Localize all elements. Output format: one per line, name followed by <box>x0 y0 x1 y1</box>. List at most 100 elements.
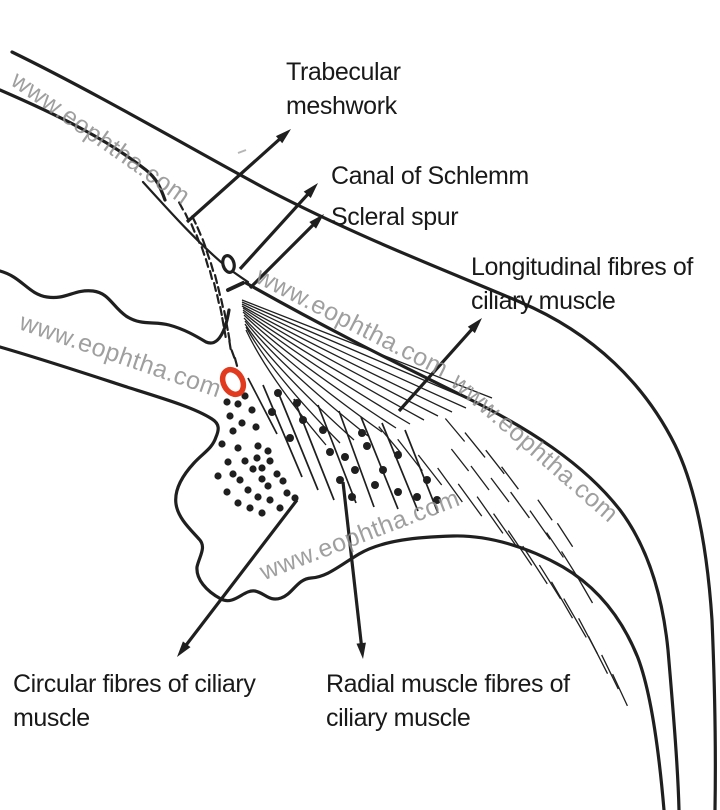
muscle-fibre-dash <box>529 510 551 540</box>
radial-fibre-dot <box>394 488 402 496</box>
trabecular-meshwork-dash <box>201 238 207 248</box>
radial-fibre-dot <box>286 434 294 442</box>
radial-fibre-dot <box>358 429 366 437</box>
muscle-fibre-dash <box>538 564 562 600</box>
trabecular-meshwork-dash <box>221 316 225 328</box>
canal-arrow-shaft <box>238 188 314 271</box>
trabecular-meshwork-dash <box>230 349 236 359</box>
circular-fibre-dot <box>229 427 237 435</box>
radial-fibre-dot <box>274 389 282 397</box>
radial-fibre-dot <box>423 476 431 484</box>
circular-fibre-dot <box>246 504 254 512</box>
muscle-fibre-dash <box>490 477 510 503</box>
longitudinal-fibre-line <box>241 299 493 399</box>
circular-fibre-dot <box>226 412 234 420</box>
muscle-fibre-dash <box>476 496 504 534</box>
radial-fibre-dot <box>341 453 349 461</box>
longitudinal-fibre-line <box>242 307 439 417</box>
circular-fibre-dot <box>273 470 281 478</box>
muscle-fibre-dash <box>501 466 519 490</box>
radial-arrow-head <box>356 642 366 659</box>
circular-fibre-dot <box>234 400 242 408</box>
muscle-fibre-dash <box>550 581 574 619</box>
circular-fibre-dot <box>258 509 266 517</box>
muscle-fibre-dash <box>457 483 483 517</box>
circular-fibre-dot <box>234 444 242 452</box>
trabecular-meshwork-dash <box>178 201 184 211</box>
sclera-outer <box>10 50 717 810</box>
circular-fibre-dot <box>214 472 222 480</box>
circular-fibre-dot <box>224 458 232 466</box>
muscle-fibre-dash <box>378 426 402 454</box>
radial-fibre-dot <box>319 426 327 434</box>
radial-fibre-dot <box>348 493 356 501</box>
muscle-fibre-dash <box>510 491 530 519</box>
trabecular-meshwork-dash <box>205 250 211 260</box>
label-circular-fibres: Circular fibres of ciliary muscle <box>13 670 256 732</box>
circular-fibre-dot <box>279 477 287 485</box>
radial-fibre-line <box>338 410 375 508</box>
radial-fibre-dot <box>268 408 276 416</box>
trabecular-meshwork-dash <box>208 270 214 280</box>
trabecular-meshwork-dash <box>223 309 227 321</box>
trabecular-meshwork-dash <box>228 339 232 351</box>
longitudinal-fibre-line <box>242 311 411 425</box>
muscle-fibre-dash <box>437 467 463 503</box>
radial-fibre-dot <box>299 416 307 424</box>
radial-fibre-dot <box>433 496 441 504</box>
trabecular-meshwork-dash <box>227 331 231 343</box>
longitudinal-fibre-line <box>243 317 383 433</box>
trabecular-meshwork-dash <box>213 282 217 292</box>
small-speck <box>237 149 247 154</box>
radial-fibre-line <box>277 391 319 491</box>
muscle-fibre-dash <box>587 635 609 675</box>
circular-fibre-dot <box>223 488 231 496</box>
trabecular-meshwork-dash <box>204 258 210 268</box>
trabecular-meshwork-dash <box>200 246 206 256</box>
label-longitudinal-fibres: Longitudinal fibres of ciliary muscle <box>471 253 693 315</box>
radial-fibre-dot <box>351 466 359 474</box>
iris-top <box>0 269 231 345</box>
circular-fibre-dot <box>236 476 244 484</box>
longitudinal-fibre-line <box>244 323 355 441</box>
limbal-line <box>141 180 250 284</box>
circular-fibre-dot <box>248 406 256 414</box>
radial-fibre-dot <box>363 442 371 450</box>
radial-fibre-line <box>381 422 419 512</box>
radial-fibre-dot <box>326 448 334 456</box>
radial-fibre-dot <box>371 481 379 489</box>
radial-fibre-dot <box>336 476 344 484</box>
muscle-fibre-dash <box>444 418 466 442</box>
muscle-fibre-dash <box>507 530 533 566</box>
circular-fibre-dot <box>234 499 242 507</box>
longitudinal-fibre-line <box>245 329 327 446</box>
circular-fibre-dot <box>276 504 284 512</box>
trabecular-meshwork-dash <box>223 327 227 339</box>
longitudinal-fibre-line <box>241 305 453 413</box>
circular-arrow-head <box>177 641 191 657</box>
muscle-fibre-dash <box>522 545 548 585</box>
circular-fibre-dot <box>241 392 249 400</box>
circular-arrow-shaft <box>181 499 299 651</box>
muscle-fibre-dash <box>612 673 628 707</box>
circular-fibre-dot <box>258 464 266 472</box>
radial-fibre-dot <box>379 466 387 474</box>
trabecular-meshwork-dash <box>213 274 219 284</box>
label-canal-of-schlemm: Canal of Schlemm <box>331 162 529 190</box>
longitudinal-fibre-line <box>242 309 425 421</box>
muscle-fibre-dash <box>492 513 518 547</box>
longitudinal-arrow-shaft <box>397 323 478 413</box>
muscle-fibre-dash <box>563 598 587 638</box>
trabecular-meshwork-dash <box>217 286 221 296</box>
longitudinal-fibre-line <box>241 303 467 409</box>
circular-fibre-dot <box>283 489 291 497</box>
trabecular-meshwork-dash <box>220 297 224 309</box>
circular-fibre-dot <box>254 442 262 450</box>
cornea-inner <box>0 88 167 202</box>
muscle-fibre-dash <box>576 576 594 604</box>
muscle-fibre-dash <box>546 532 564 558</box>
label-scleral-spur: Scleral spur <box>331 203 459 231</box>
circular-fibre-dot <box>218 440 226 448</box>
muscle-fibre-dash <box>417 454 443 486</box>
muscle-fibre-dash <box>450 448 470 472</box>
